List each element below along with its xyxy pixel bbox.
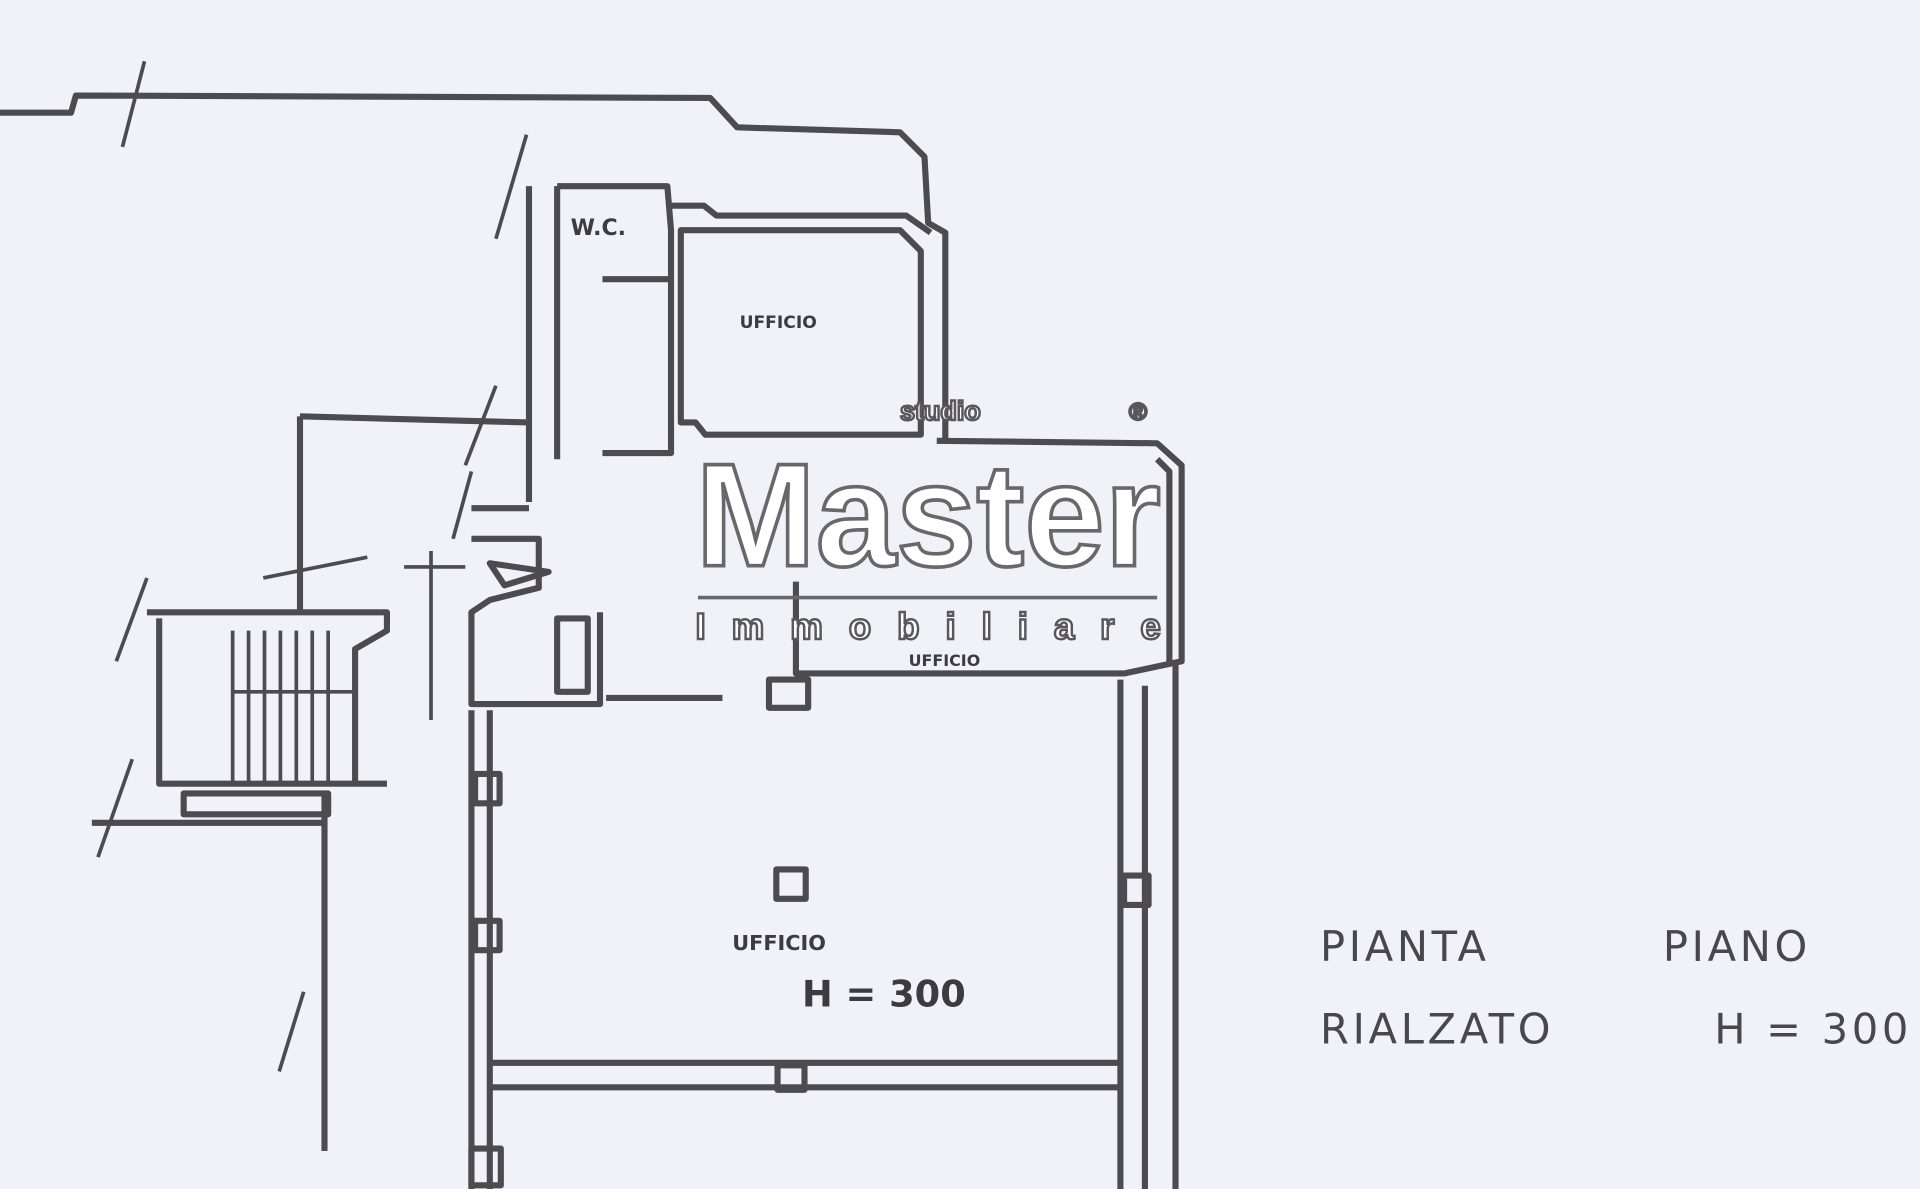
outer-boundary-top (0, 92, 949, 441)
entry-arrow (486, 560, 552, 589)
column (1121, 872, 1152, 908)
watermark-logo: studio Master ® Immobiliare (694, 395, 1163, 649)
title-height: H = 300 (1714, 1004, 1912, 1053)
drawing-title: PIANTA PIANO RIALZATO H = 300 (1320, 922, 1912, 1053)
left-walls (91, 413, 530, 1152)
walls (0, 60, 1185, 1189)
logo-studio: studio (900, 396, 981, 426)
office-middle-walls (792, 437, 1185, 677)
column (773, 866, 809, 902)
title-pianta: PIANTA (1320, 922, 1490, 971)
column (472, 917, 503, 954)
column (472, 770, 503, 807)
logo-immobiliare: Immobiliare (696, 606, 1161, 647)
logo-registered: ® (1129, 399, 1147, 426)
room-label-wc: W.C. (571, 216, 626, 241)
room-height-label: H = 300 (802, 973, 966, 1016)
stair-treads (230, 630, 356, 784)
entrance-walls (468, 535, 812, 1189)
corridor-top (667, 202, 933, 236)
column (774, 1062, 808, 1093)
room-label-office-top: UFFICIO (740, 313, 817, 333)
room-label-office-middle: UFFICIO (909, 651, 981, 670)
logo-master: Master (696, 434, 1161, 598)
office-top-walls (677, 227, 924, 438)
room-labels: W.C. UFFICIO UFFICIO UFFICIO H = 300 (571, 216, 981, 1015)
wc-walls (525, 183, 675, 503)
column (468, 1145, 504, 1189)
section-marks (96, 60, 529, 1072)
title-rialzato: RIALZATO (1320, 1004, 1554, 1053)
title-piano: PIANO (1663, 922, 1811, 971)
room-label-office-main: UFFICIO (732, 931, 826, 955)
office-main-walls (486, 661, 1179, 1189)
